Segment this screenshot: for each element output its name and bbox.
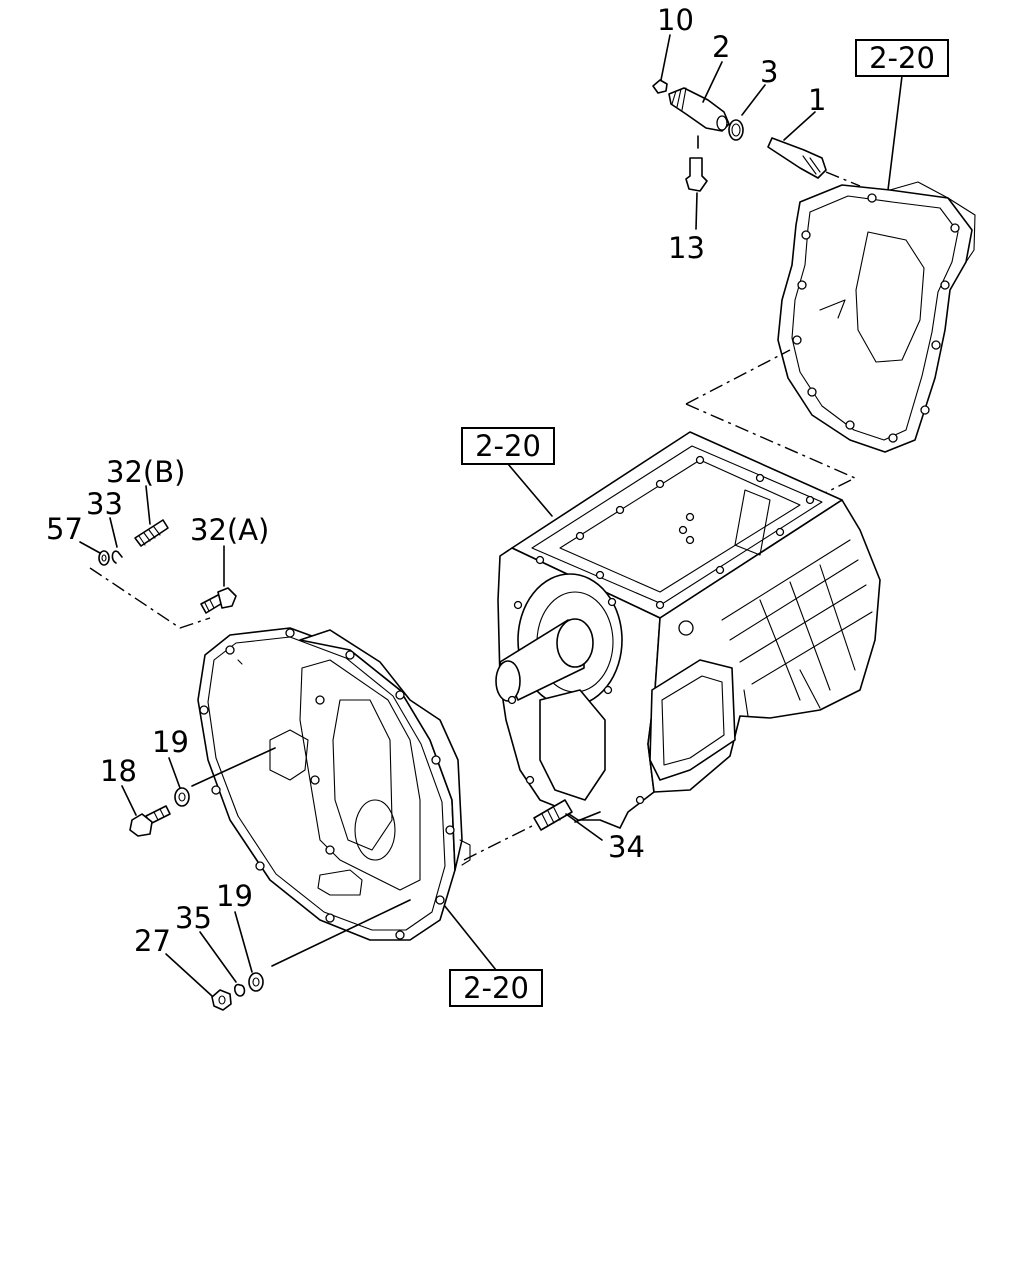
callout-33[interactable]: 33	[86, 487, 123, 521]
extension-housing	[777, 181, 976, 453]
callout-1[interactable]: 1	[808, 83, 826, 117]
part-32a-bolt[interactable]	[200, 587, 237, 614]
part-1-driven-gear[interactable]	[767, 137, 827, 179]
leader-35	[199, 931, 237, 983]
leader-10	[660, 34, 671, 81]
part-19-washer-upper[interactable]	[174, 787, 190, 807]
callout-2[interactable]: 2	[712, 30, 730, 64]
leader-18	[121, 785, 137, 816]
part-27-nut[interactable]	[211, 989, 232, 1011]
callout-32b[interactable]: 32(B)	[106, 455, 185, 489]
callout-3[interactable]: 3	[760, 55, 778, 89]
callout-19-upper[interactable]: 19	[152, 725, 189, 759]
callout-27[interactable]: 27	[134, 924, 171, 958]
leader-27	[165, 953, 213, 997]
part-13-bolt[interactable]	[685, 157, 708, 192]
ref-label-center: 2-20	[475, 429, 541, 463]
leader-19-lower	[234, 911, 253, 973]
dash-gear-to-housing	[825, 171, 861, 187]
callout-19-lower[interactable]: 19	[216, 879, 253, 913]
stud-alignment	[463, 823, 537, 861]
part-57-washer[interactable]	[98, 550, 110, 566]
callout-13[interactable]: 13	[668, 231, 705, 265]
callout-35[interactable]: 35	[175, 901, 212, 935]
ref-leader-center	[507, 463, 553, 517]
ref-box-center[interactable]: 2-20	[461, 427, 555, 465]
leader-33	[109, 517, 118, 548]
callout-34[interactable]: 34	[608, 830, 645, 864]
leader-3	[741, 84, 766, 116]
leader-1	[783, 111, 816, 141]
part-32b-stud-bolt[interactable]	[134, 519, 169, 547]
part-19-washer-lower[interactable]	[248, 972, 264, 992]
ref-label-bottom: 2-20	[463, 971, 529, 1005]
leader-13	[695, 192, 698, 230]
leader-19-upper	[168, 757, 181, 789]
part-3-o-ring[interactable]	[728, 119, 744, 141]
part-35-lock-washer[interactable]	[233, 983, 246, 997]
transmission-case	[495, 431, 881, 829]
alignment-line-extension	[685, 349, 857, 499]
stud-to-case-line	[574, 811, 601, 823]
callout-32a[interactable]: 32(A)	[190, 513, 269, 547]
alignment-line-bolts	[89, 567, 211, 629]
leader-2	[702, 61, 723, 103]
ref-box-bottom[interactable]: 2-20	[449, 969, 543, 1007]
part-10-plug[interactable]	[652, 79, 668, 94]
part-18-bolt[interactable]	[129, 805, 171, 837]
callout-10[interactable]: 10	[657, 3, 694, 37]
part-33-clip[interactable]	[111, 550, 123, 564]
leader-32b	[145, 485, 151, 525]
part-2-sleeve[interactable]	[668, 87, 730, 132]
part-34-stud[interactable]	[533, 799, 573, 831]
ref-box-top-right[interactable]: 2-20	[855, 39, 949, 77]
nut-line	[271, 899, 411, 967]
ref-leader-top-right	[887, 75, 903, 191]
leader-34	[565, 813, 603, 841]
callout-57[interactable]: 57	[46, 512, 83, 546]
leader-57	[79, 541, 101, 554]
clutch-housing	[197, 627, 471, 941]
ref-label-top-right: 2-20	[869, 41, 935, 75]
washer-19-line	[191, 747, 276, 787]
callout-18[interactable]: 18	[100, 754, 137, 788]
